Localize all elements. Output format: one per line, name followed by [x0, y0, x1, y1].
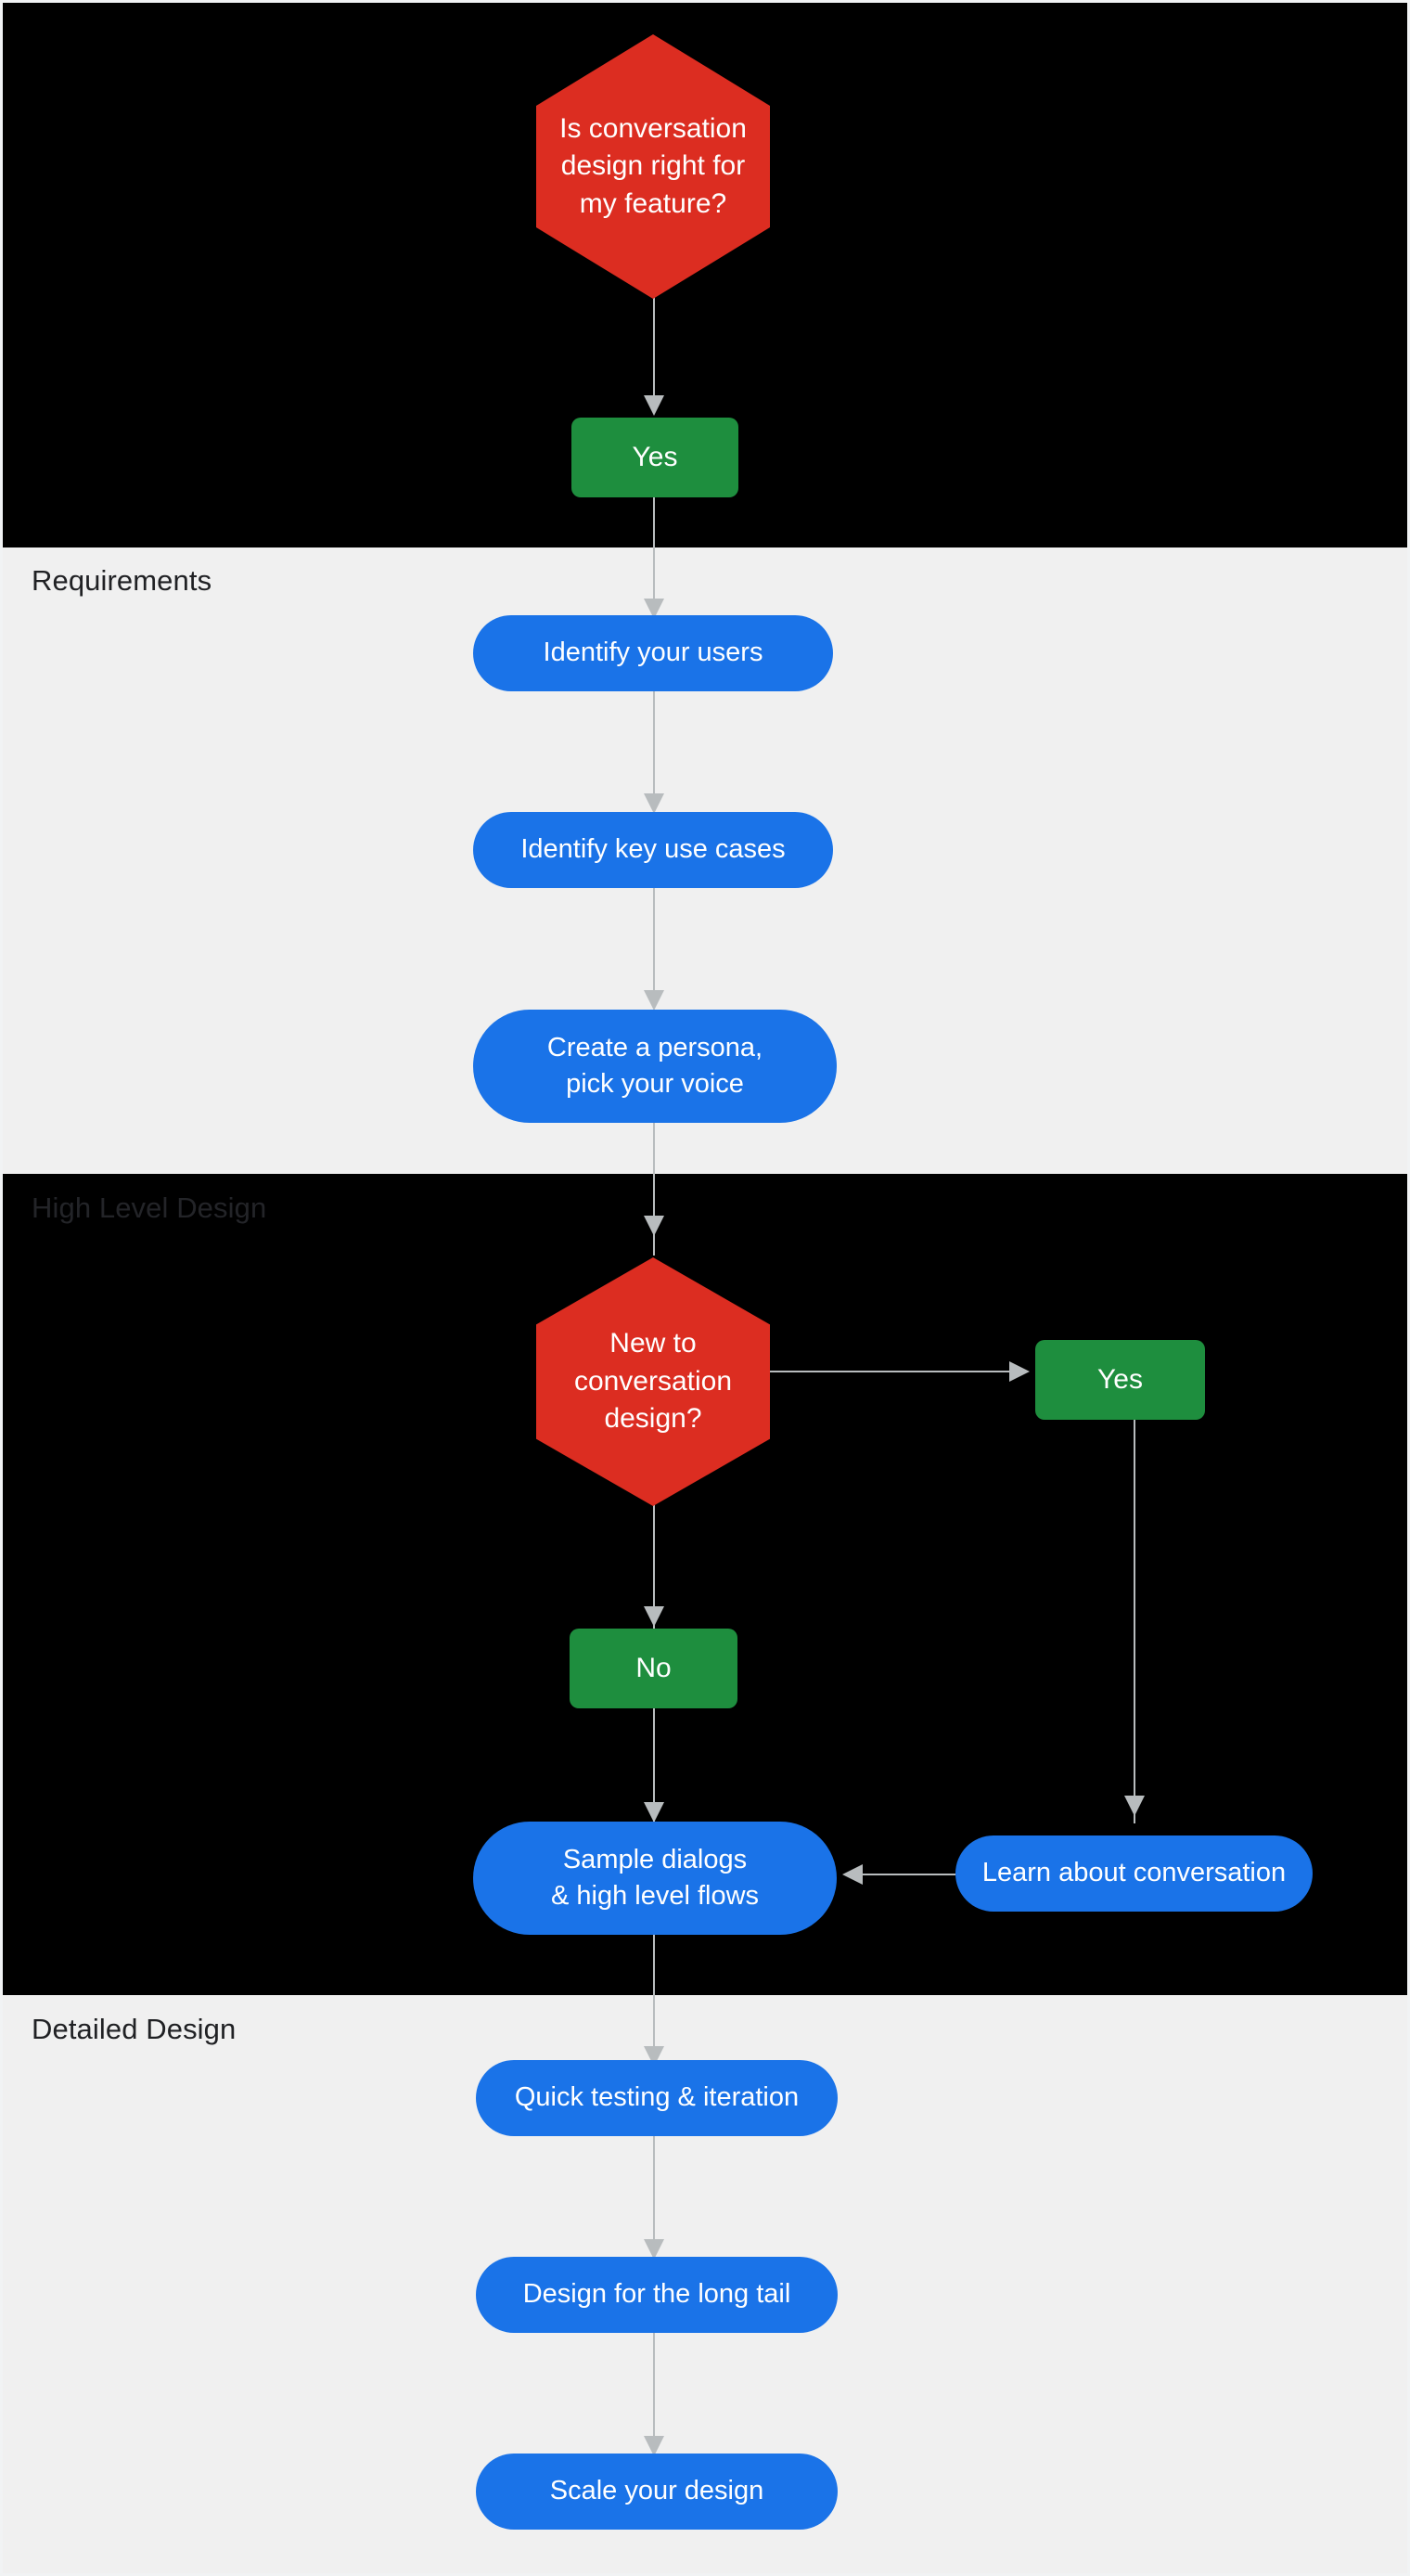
- connector-yes-to-learn-about: [1134, 1420, 1135, 1823]
- step-sample-dialogs-label: Sample dialogs & high level flows: [550, 1844, 760, 1911]
- arrowhead-yes-to-identify-users: [644, 599, 664, 619]
- step-quick-testing-and-iteration[interactable]: Quick testing & iteration: [476, 2060, 838, 2136]
- arrowhead-users-to-usecases: [644, 793, 664, 814]
- arrowhead-yes-to-learn-about: [1124, 1796, 1145, 1816]
- decision-is-conversation-design-right-label: Is conversation design right for my feat…: [559, 112, 747, 219]
- step-create-a-persona[interactable]: Create a persona, pick your voice: [473, 1010, 837, 1123]
- step-scale-your-design-label: Scale your design: [549, 2476, 764, 2506]
- answer-yes-top-label: Yes: [632, 441, 678, 472]
- connector-users-to-usecases: [653, 691, 655, 810]
- arrowhead-decision-new-to-yes: [1009, 1361, 1030, 1382]
- arrowhead-decision-new-to-no: [644, 1606, 664, 1627]
- answer-no-new-to-conversation-design[interactable]: No: [570, 1629, 737, 1708]
- step-identify-key-use-cases[interactable]: Identify key use cases: [473, 812, 833, 888]
- arrowhead-learn-to-sample-dialogs: [842, 1864, 863, 1885]
- step-learn-about-conversation-label: Learn about conversation: [981, 1858, 1287, 1888]
- step-sample-dialogs-and-high-level-flows[interactable]: Sample dialogs & high level flows: [473, 1822, 837, 1935]
- section-label-requirements: Requirements: [32, 564, 212, 597]
- connector-decision-new-to-no: [653, 1505, 655, 1646]
- section-label-high-level-design: High Level Design: [32, 1191, 267, 1224]
- connector-yes-to-identify-users: [653, 496, 655, 615]
- answer-yes-new-label: Yes: [1097, 1363, 1143, 1395]
- connector-usecases-to-persona: [653, 888, 655, 1007]
- step-learn-about-conversation[interactable]: Learn about conversation: [955, 1835, 1313, 1912]
- connector-fit-to-yes: [653, 297, 655, 408]
- answer-yes-new-to-conversation-design[interactable]: Yes: [1035, 1340, 1205, 1420]
- answer-yes-top[interactable]: Yes: [571, 418, 738, 497]
- section-label-detailed-design: Detailed Design: [32, 2013, 237, 2045]
- step-identify-your-users-label: Identify your users: [543, 638, 763, 668]
- step-identify-key-use-cases-label: Identify key use cases: [520, 834, 786, 865]
- connector-learn-to-sample-dialogs: [863, 1874, 955, 1875]
- connector-quick-testing-to-long-tail: [653, 2134, 655, 2255]
- connector-no-to-sample-dialogs: [653, 1707, 655, 1828]
- step-design-for-the-long-tail[interactable]: Design for the long tail: [476, 2257, 838, 2333]
- step-design-for-the-long-tail-label: Design for the long tail: [522, 2279, 791, 2310]
- decision-new-to-conversation-design-label: New to conversation design?: [573, 1328, 733, 1435]
- answer-no-new-label: No: [635, 1652, 672, 1683]
- step-identify-your-users[interactable]: Identify your users: [473, 615, 833, 691]
- arrowhead-fit-to-yes: [644, 395, 664, 416]
- arrowhead-no-to-sample-dialogs: [644, 1802, 664, 1823]
- arrowhead-quick-testing-to-long-tail: [644, 2239, 664, 2260]
- step-quick-testing-label: Quick testing & iteration: [514, 2082, 800, 2113]
- connector-sample-to-quick-testing: [653, 1935, 655, 2079]
- arrowhead-long-tail-to-scale: [644, 2436, 664, 2456]
- step-create-a-persona-label: Create a persona, pick your voice: [546, 1032, 763, 1099]
- arrowhead-usecases-to-persona: [644, 990, 664, 1011]
- connector-persona-to-decision-new: [653, 1123, 655, 1256]
- connector-long-tail-to-scale: [653, 2331, 655, 2452]
- connector-decision-new-to-yes: [770, 1371, 1028, 1372]
- step-scale-your-design[interactable]: Scale your design: [476, 2454, 838, 2530]
- arrowhead-persona-to-decision-new: [644, 1216, 664, 1236]
